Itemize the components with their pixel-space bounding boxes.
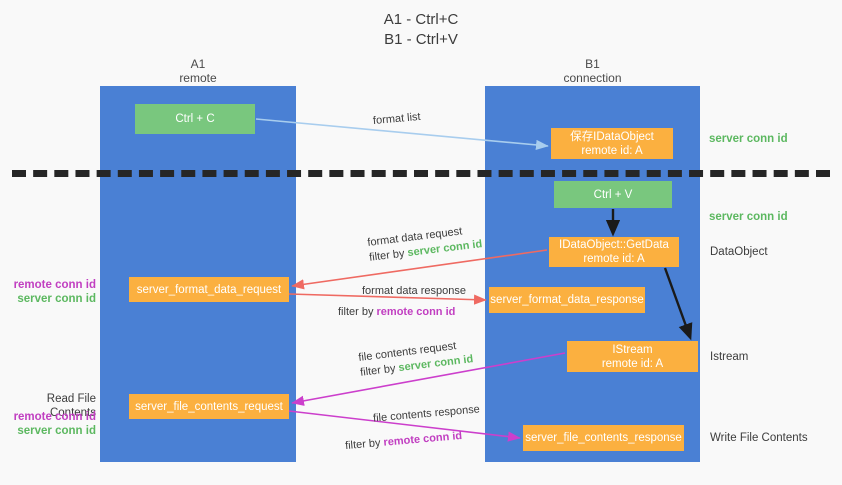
node-ctrl-v-label: Ctrl + V xyxy=(593,188,633,201)
edge-label-file-contents-response: file contents response xyxy=(373,402,481,426)
filter-prefix: filter by xyxy=(368,247,409,264)
node-istream-line1: IStream xyxy=(612,343,653,356)
phase-divider-dashed-line xyxy=(12,170,830,177)
annotation-server-conn-id-2: server conn id xyxy=(17,425,96,437)
lane-header-b1-name: B1 xyxy=(585,57,600,71)
node-server-format-data-response[interactable]: server_format_data_response xyxy=(489,287,645,313)
edge-label-format-list: format list xyxy=(372,110,422,129)
node-server-file-contents-request[interactable]: server_file_contents_request xyxy=(129,394,289,419)
title-line-2: B1 - Ctrl+V xyxy=(384,31,458,48)
node-ctrl-c[interactable]: Ctrl + C xyxy=(135,104,255,134)
node-istream[interactable]: IStream remote id: A xyxy=(567,341,698,372)
node-server-format-data-request-label: server_format_data_request xyxy=(136,283,282,296)
edge-label-file-contents-response-filter: filter by remote conn id xyxy=(345,429,463,454)
lane-header-a1-sub: remote xyxy=(179,71,217,85)
node-idataobject-getdata[interactable]: IDataObject::GetData remote id: A xyxy=(549,237,679,267)
edge-label-format-list-text: format list xyxy=(372,110,422,128)
annotation-left-conn-ids-1: remote conn id server conn id xyxy=(0,278,96,306)
annotation-remote-conn-id-2: remote conn id xyxy=(13,411,96,423)
lane-header-a1-name: A1 xyxy=(190,57,206,71)
filter-value-remote-conn-id: remote conn id xyxy=(376,306,456,318)
node-server-format-data-request[interactable]: server_format_data_request xyxy=(129,277,289,302)
filter-prefix: filter by xyxy=(338,306,377,318)
filter-prefix: filter by xyxy=(359,362,400,379)
annotation-dataobject: DataObject xyxy=(710,246,768,258)
node-ctrl-v[interactable]: Ctrl + V xyxy=(554,181,672,208)
node-server-format-data-response-label: server_format_data_response xyxy=(490,294,644,306)
node-save-idataobject-line2: remote id: A xyxy=(581,144,643,157)
edge-label-format-data-request: format data request filter by server con… xyxy=(367,222,484,266)
node-ctrl-c-label: Ctrl + C xyxy=(175,113,215,125)
edge-label-file-contents-response-text: file contents response xyxy=(372,403,481,425)
node-idataobject-getdata-line1: IDataObject::GetData xyxy=(559,239,669,251)
filter-value-remote-conn-id: remote conn id xyxy=(383,429,463,449)
edge-label-format-data-response-text: format data response xyxy=(362,285,466,297)
annotation-read-file-contents: Read File Contents xyxy=(46,393,96,419)
edge-label-format-data-response-filter: filter by remote conn id xyxy=(338,305,455,320)
lane-header-b1-sub: connection xyxy=(563,71,622,85)
page-title: A1 - Ctrl+C B1 - Ctrl+V xyxy=(0,10,842,50)
node-server-file-contents-request-label: server_file_contents_request xyxy=(135,400,283,413)
node-save-idataobject-line1: 保存IDataObject xyxy=(570,130,654,143)
node-save-idataobject[interactable]: 保存IDataObject remote id: A xyxy=(551,128,673,159)
annotation-left-conn-ids-2: remote conn id server conn id xyxy=(0,410,96,438)
lane-header-a1: A1 remote xyxy=(100,57,296,85)
annotation-write-file-contents: Write File Contents xyxy=(710,432,808,444)
edge-label-file-contents-request: file contents request filter by server c… xyxy=(358,337,475,381)
annotation-server-conn-id-top: server conn id xyxy=(709,133,788,145)
annotation-server-conn-id-mid: server conn id xyxy=(709,211,788,223)
lane-header-b1: B1 connection xyxy=(485,57,700,85)
node-idataobject-getdata-line2: remote id: A xyxy=(583,253,645,265)
filter-prefix: filter by xyxy=(344,436,385,453)
title-line-1: A1 - Ctrl+C xyxy=(383,11,459,28)
annotation-remote-conn-id-1: remote conn id xyxy=(13,279,96,291)
node-server-file-contents-response-label: server_file_contents_response xyxy=(525,432,682,444)
annotation-server-conn-id-1: server conn id xyxy=(17,293,96,305)
node-server-file-contents-response[interactable]: server_file_contents_response xyxy=(523,425,684,451)
node-istream-line2: remote id: A xyxy=(601,357,664,370)
edge-label-format-data-response: format data response xyxy=(362,284,466,299)
annotation-istream: Istream xyxy=(710,351,749,363)
